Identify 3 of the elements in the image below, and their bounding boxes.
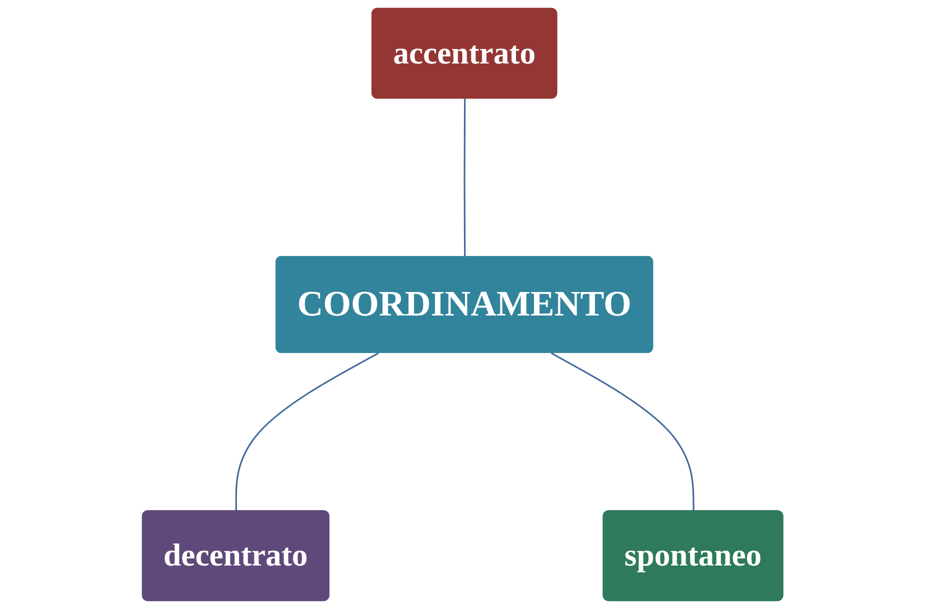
connector <box>551 352 695 512</box>
connector <box>236 352 380 512</box>
connector <box>464 98 466 257</box>
